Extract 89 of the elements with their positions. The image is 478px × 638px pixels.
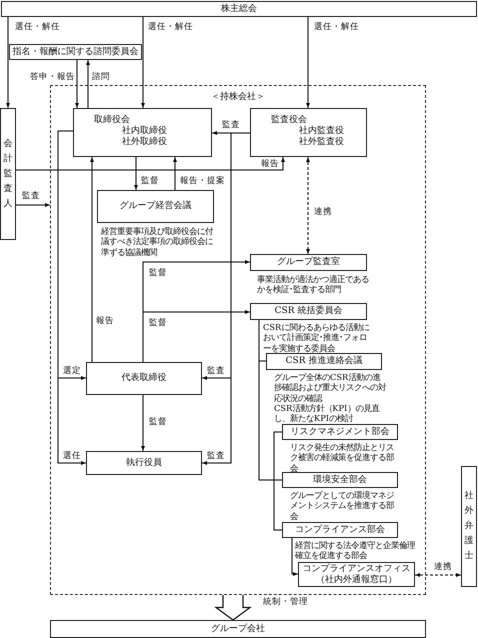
description-text: グループとしての環境マネジメントシステムを推進する部会 [290, 490, 395, 521]
block-arrow [214, 594, 252, 621]
node-title: 取締役会 [94, 115, 130, 126]
edge-label: 監督 [148, 268, 168, 278]
edge-label: 諮問 [91, 72, 111, 82]
edge-label: 監査 [21, 191, 41, 201]
node-title: 代表取締役 [122, 373, 166, 384]
node-title: 環境安全部会 [313, 474, 367, 486]
arrow [16, 156, 285, 170]
edge-label: 連携 [313, 207, 333, 217]
edge-label: 連携 [433, 562, 453, 572]
organization-box [282, 472, 398, 488]
edge-label: 監査 [221, 120, 241, 130]
organization-box [266, 353, 382, 370]
organization-box [1, 1, 477, 17]
organization-box [73, 108, 212, 157]
edge-label: 選任・解任 [14, 22, 61, 32]
member-text: 社内監査役 [299, 126, 344, 136]
edge-label: 報告 [260, 159, 280, 169]
connector-line [258, 320, 282, 480]
node-title: CSR 統括委員会 [274, 306, 342, 317]
node-title: （社内外通報窓口） [316, 574, 397, 586]
arrow [173, 156, 177, 190]
edge-label: 監査 [206, 366, 226, 376]
description-text: CSR活動方針（KPI）の見直し、新たなKPIの検討 [274, 403, 381, 424]
node-title: リスクマネジメント部会 [290, 426, 390, 438]
description-text: 経営に関する法令遵守と企業倫理確立を促進する部会 [295, 540, 415, 561]
description-text: 事業活動が適法かつ適正であるかを検証･監査する部門 [257, 274, 369, 295]
edge-label: 監督 [148, 417, 168, 427]
organization-box [282, 424, 398, 440]
edge-label: 監督 [148, 318, 168, 328]
node-title: 社外弁護士 [464, 490, 474, 563]
organization-box [250, 254, 367, 271]
organization-box [461, 466, 477, 587]
description-text: 経営重要事項及び取締役会に付議すべき法定事項の取締役会に準ずる協議機関 [101, 226, 213, 257]
description-text: グループ全体のCSR活動の進捗確認および重大リスクへの対応状況の確認 [274, 372, 387, 403]
arrow [141, 394, 145, 452]
arrow [75, 60, 79, 108]
arrow [58, 130, 86, 465]
organization-box [250, 303, 367, 320]
organization-box [97, 190, 214, 223]
organization-box [86, 362, 202, 395]
arrow [292, 538, 298, 576]
dashed-arrow [306, 156, 310, 254]
arrow [6, 16, 10, 108]
node-title: グループ会社 [211, 624, 265, 634]
edge-label: 答申・報告 [29, 72, 76, 82]
edge-label: 監査 [206, 451, 226, 461]
node-title: 会計監査人 [3, 138, 13, 210]
edge-label: 監督 [140, 176, 160, 186]
company-region [50, 85, 426, 595]
edge-label: 選任・解任 [147, 22, 194, 32]
edge-label: 選任 [62, 451, 82, 461]
member-text: 社外取締役 [122, 137, 167, 148]
organization-box [282, 522, 398, 538]
arrow [86, 60, 90, 108]
node-title: 監査役会 [271, 115, 307, 126]
node-title: コンプライアンス部会 [295, 524, 385, 536]
arrow [306, 16, 310, 108]
edge-label: 選任・解任 [313, 22, 360, 32]
description-text: リスク発生の未然防止とリスク被害の軽減策を促進する部会 [290, 442, 395, 473]
node-title: グループ監査室 [277, 257, 340, 268]
node-title: 株主総会 [221, 4, 257, 14]
node-title: 執行役員 [126, 458, 162, 468]
arrow [134, 156, 138, 190]
organization-box [298, 562, 415, 587]
description-text: CSRに関わるあらゆる活動において計画策定･推進･フォローを実施する委員会 [263, 322, 370, 353]
node-title: コンプライアンスオフィス [302, 564, 410, 574]
connector-line [274, 432, 282, 530]
node-title: グループ経営会議 [120, 201, 192, 212]
heading-text: ＜持株会社＞ [210, 92, 266, 103]
node-title: 指名・報酬に関する諮問委員会 [12, 46, 138, 58]
organization-box [0, 108, 16, 240]
arrow [16, 203, 50, 207]
organization-box [9, 44, 142, 60]
dashed-arrow [414, 573, 462, 577]
arrow [90, 156, 94, 362]
arrow [141, 16, 145, 108]
organization-box [86, 451, 202, 475]
organization-box [250, 108, 367, 157]
edge-label: 選定 [62, 366, 82, 376]
organization-box [50, 620, 426, 638]
edge-label: 報告・提案 [179, 176, 226, 186]
node-title: CSR 推進連絡会議 [286, 356, 362, 367]
member-text: 社内取締役 [122, 126, 167, 136]
member-text: 社外監査役 [299, 137, 344, 148]
arrow [142, 310, 250, 362]
edge-label: 統制・管理 [262, 597, 309, 607]
edge-label: 報告 [95, 316, 115, 326]
